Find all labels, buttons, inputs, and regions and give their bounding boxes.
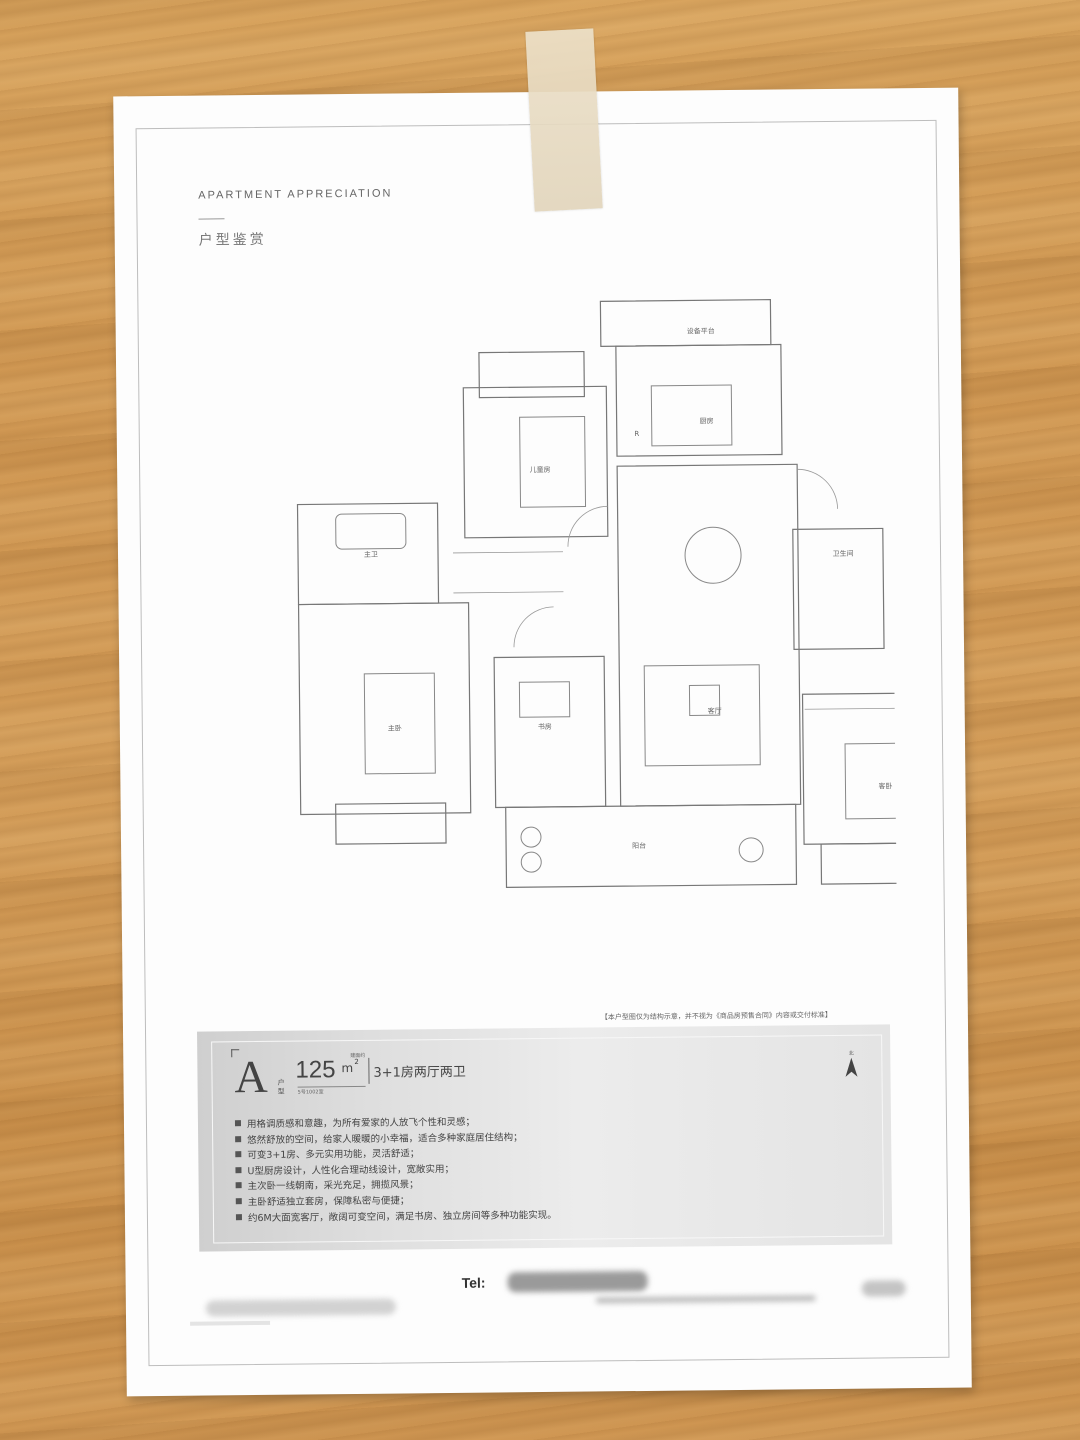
unit-info-panel: A 户型 125 建面约 m 2 5号1002室 3+1房两厅两卫 北 用格调质… (197, 1024, 893, 1252)
masking-tape (525, 28, 603, 212)
label-master-bedroom: 主卧 (388, 723, 402, 732)
dryer (520, 851, 542, 873)
area-unit: m (341, 1061, 354, 1076)
area-unit-superscript: 2 (354, 1057, 359, 1066)
wardrobe-lines (453, 551, 564, 594)
feature-list: 用格调质感和意趣，为所有爱家的人放飞个性和灵感； 悠然舒放的空间，给家人暖暖的小… (234, 1114, 557, 1227)
door-swing-2 (513, 606, 554, 648)
label-fridge: R (634, 430, 639, 438)
door-swing-1 (567, 505, 608, 547)
unit-type-letter: A (234, 1050, 268, 1103)
redacted-logo (861, 1280, 906, 1297)
balcony-outline (505, 803, 798, 888)
layout-text: 3+1房两厅两卫 (373, 1064, 466, 1081)
label-guest-bath: 卫生间 (832, 549, 853, 558)
guest-bedroom-outline (801, 692, 897, 845)
master-bed (363, 672, 436, 775)
guest-bed (844, 742, 897, 820)
door-swing-3 (797, 468, 838, 509)
building-note: 5号1002室 (297, 1089, 324, 1096)
washer (520, 826, 542, 848)
equipment-platform-outline (599, 298, 772, 347)
kitchen-outline (615, 343, 783, 457)
guest-bath-outline (792, 527, 885, 650)
north-label: 北 (849, 1050, 854, 1057)
kids-room-outline (462, 385, 609, 539)
bullet-square-icon (235, 1198, 242, 1205)
label-study: 书房 (538, 722, 552, 731)
chinese-subtitle: 户型鉴赏 (198, 231, 267, 249)
label-master-bath: 主卫 (364, 550, 378, 559)
bullet-square-icon (235, 1166, 242, 1174)
area-value: 125 (295, 1056, 336, 1084)
lounge-chair (738, 837, 764, 863)
coffee-table (688, 684, 721, 716)
unit-type-label: 户型 (277, 1078, 285, 1096)
label-kitchen: 厨房 (700, 416, 714, 425)
label-guest-bedroom: 客卧 (878, 781, 892, 790)
kids-room-window (478, 350, 585, 399)
bullet-square-icon (235, 1135, 242, 1142)
brochure-sheet: APARTMENT APPRECIATION 户型鉴赏 (113, 87, 972, 1397)
kids-bed (519, 416, 587, 508)
bullet-square-icon (235, 1213, 242, 1220)
study-desk (518, 681, 571, 718)
tel-label: Tel: (461, 1274, 486, 1291)
bullet-square-icon (235, 1151, 242, 1158)
floor-plan: 儿童房 厨房 设备平台 主卫 主卧 书房 客厅 卫生间 客卧 阳台 R (296, 298, 897, 888)
master-bedroom-window (335, 802, 447, 845)
master-bedroom-outline (297, 602, 472, 816)
guest-bedroom-window (820, 842, 897, 885)
label-kids-room: 儿童房 (530, 465, 551, 474)
redacted-phone-number (507, 1270, 648, 1293)
bathtub (335, 512, 407, 550)
bullet-square-icon (235, 1182, 242, 1189)
label-equipment-platform: 设备平台 (687, 326, 715, 335)
kitchen-counter (650, 384, 733, 447)
label-living-room: 客厅 (708, 706, 722, 715)
sofa-set (643, 664, 761, 767)
redacted-left-footer (205, 1298, 396, 1317)
bullet-square-icon (234, 1120, 242, 1127)
english-subtitle: APARTMENT APPRECIATION (198, 187, 393, 202)
dining-table (684, 526, 742, 584)
label-balcony: 阳台 (632, 841, 646, 850)
guest-wardrobe-line (804, 707, 897, 710)
study-outline (493, 655, 607, 809)
north-arrow-icon: 北 (845, 1050, 858, 1077)
footer-small-print (190, 1320, 271, 1326)
